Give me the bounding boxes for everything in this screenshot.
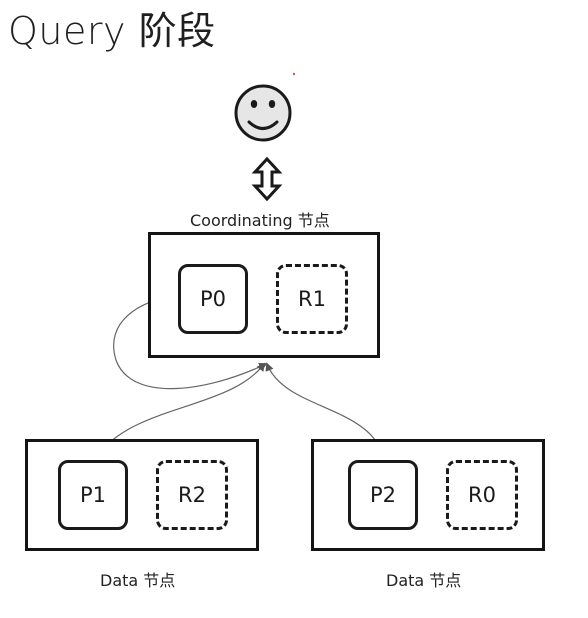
shard-p0: P0 <box>178 264 248 334</box>
data-node-left-label: Data 节点 <box>100 571 176 590</box>
shard-r2: R2 <box>156 460 228 530</box>
data-node-right-label: Data 节点 <box>386 571 462 590</box>
shard-r1: R1 <box>276 264 348 334</box>
shard-p1: P1 <box>58 460 128 530</box>
double-arrow-icon <box>251 156 283 202</box>
red-dot <box>292 72 296 76</box>
smiley-face-icon <box>234 84 292 142</box>
coordinating-node-label: Coordinating 节点 <box>190 211 330 230</box>
page-title: Query 阶段 <box>8 9 216 53</box>
shard-r0: R0 <box>446 460 518 530</box>
shard-p2: P2 <box>348 460 418 530</box>
